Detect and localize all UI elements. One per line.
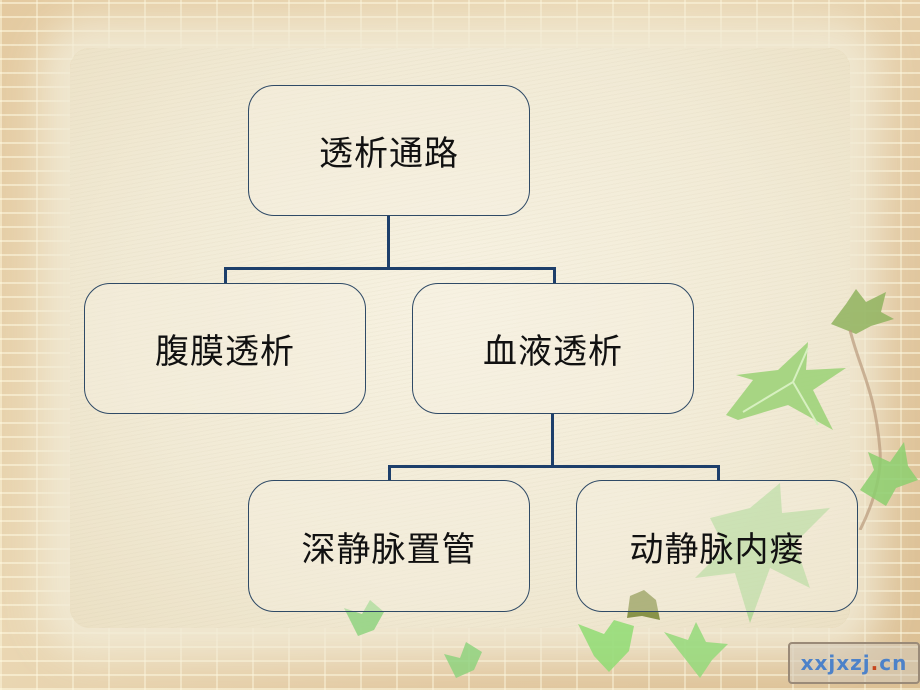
node-label: 腹膜透析: [155, 332, 295, 372]
node-peritoneal-dialysis: 腹膜透析: [84, 283, 366, 414]
ivy-leaf-icon: [860, 442, 918, 506]
watermark-logo: xxjxzj.cn: [788, 642, 920, 684]
ivy-leaf-icon: [664, 622, 728, 678]
ivy-leaf-icon: [831, 289, 894, 334]
ivy-leaf-icon: [695, 483, 830, 623]
connector-to-peritoneal: [224, 267, 227, 284]
node-dialysis-access: 透析通路: [248, 85, 530, 216]
connector-level2-horizontal: [224, 267, 556, 270]
ivy-leaf-icon: [726, 342, 846, 430]
ivy-leaf-icon: [578, 620, 634, 672]
connector-to-avf: [717, 465, 720, 481]
connector-hemo-vertical: [551, 413, 554, 467]
node-label: 血液透析: [483, 332, 623, 372]
connector-root-vertical: [387, 215, 390, 269]
node-label: 透析通路: [319, 134, 459, 174]
connector-to-hemodialysis: [553, 267, 556, 284]
watermark-tld: cn: [879, 651, 908, 675]
node-hemodialysis: 血液透析: [412, 283, 694, 414]
ivy-leaf-icon: [444, 642, 482, 678]
ivy-leaf-icon: [627, 590, 660, 620]
ivy-vine-icon: [848, 330, 882, 530]
node-arteriovenous-fistula: 动静脉内瘘: [576, 480, 858, 612]
ivy-leaf-icon: [344, 600, 384, 636]
connector-to-cvc: [388, 465, 391, 481]
connector-level3-horizontal: [388, 465, 720, 468]
node-label: 动静脉内瘘: [629, 529, 805, 570]
watermark-dot: .: [870, 651, 880, 675]
node-central-venous-catheter: 深静脉置管: [248, 480, 530, 612]
watermark-text: xxjxzj: [800, 651, 871, 675]
node-label: 深静脉置管: [301, 529, 477, 570]
